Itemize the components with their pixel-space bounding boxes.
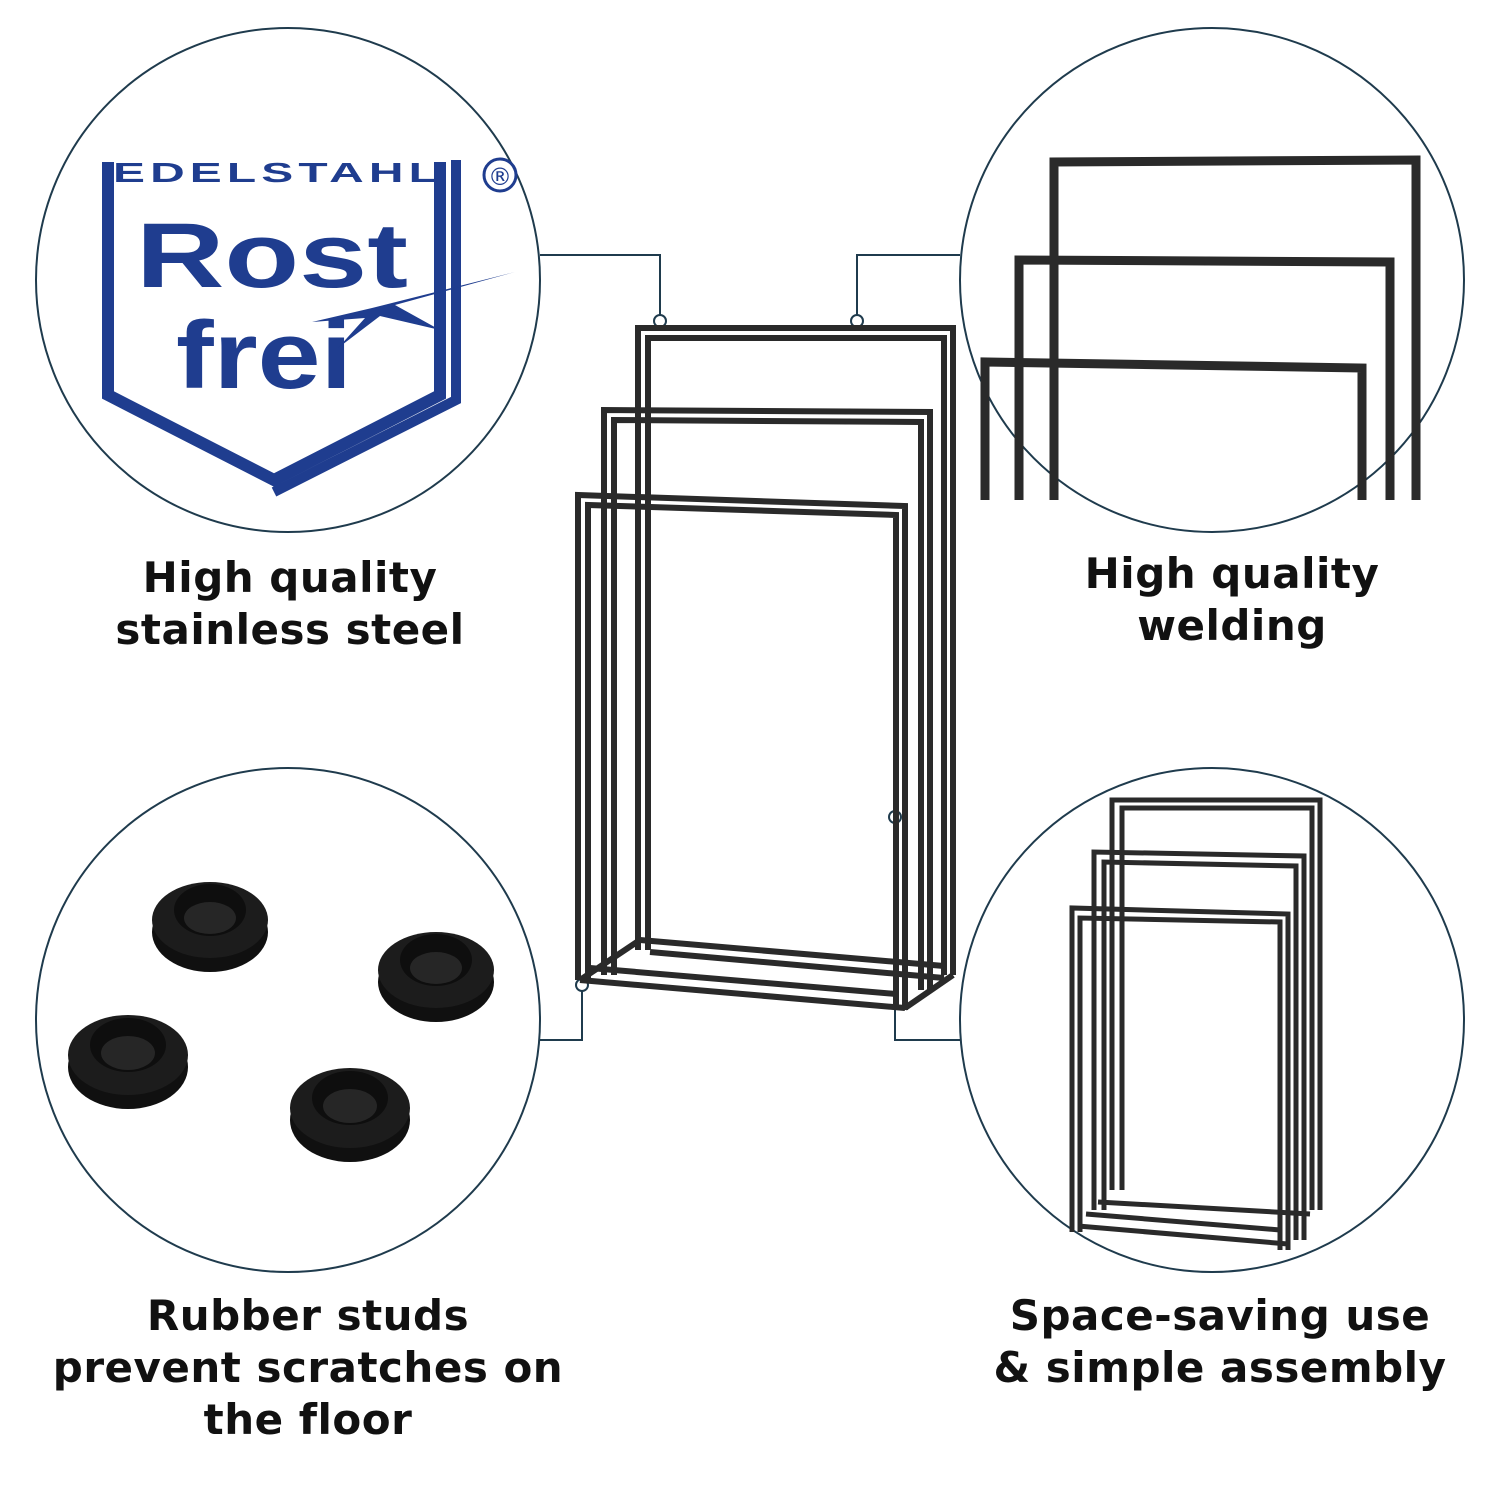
logo-top-text: EDELSTAHL [113, 157, 443, 188]
caption-line: High quality [1084, 549, 1380, 598]
connector-dots [575, 314, 902, 992]
caption-line: stainless steel [115, 605, 465, 654]
logo-word-rost: Rost [136, 205, 408, 307]
caption-line: welding [1137, 601, 1327, 650]
feature-circle-rubber [35, 767, 541, 1273]
caption-line: High quality [142, 553, 438, 602]
rubber-foot [152, 882, 268, 972]
feature-circle-welding [959, 27, 1465, 533]
caption-space: Space-saving use & simple assembly [970, 1290, 1470, 1394]
caption-rubber: Rubber studs prevent scratches on the fl… [30, 1290, 586, 1446]
registered-mark [482, 157, 518, 193]
caption-line: Space-saving use [1009, 1291, 1431, 1340]
rubber-foot [68, 1015, 188, 1109]
weld-joint-closeup [980, 155, 1421, 500]
caption-line: prevent scratches on [52, 1343, 564, 1392]
caption-line: the floor [203, 1395, 413, 1444]
feature-circle-space [959, 767, 1465, 1273]
caption-line: & simple assembly [993, 1343, 1447, 1392]
stainless-steel-logo: EDELSTAHL ® Rost frei [102, 157, 518, 497]
rubber-foot [290, 1068, 410, 1162]
caption-welding: High quality welding [1000, 548, 1464, 652]
rubber-foot [378, 932, 494, 1022]
logo-word-frei: frei [176, 302, 352, 409]
rubber-feet [68, 882, 494, 1162]
star-swoosh-icon [312, 272, 515, 348]
caption-line: Rubber studs [146, 1291, 470, 1340]
towel-rack-compact [1069, 797, 1323, 1250]
logo-registered: ® [488, 163, 512, 191]
caption-steel: High quality stainless steel [60, 552, 520, 656]
three-bar-towel-rack [575, 325, 956, 1011]
